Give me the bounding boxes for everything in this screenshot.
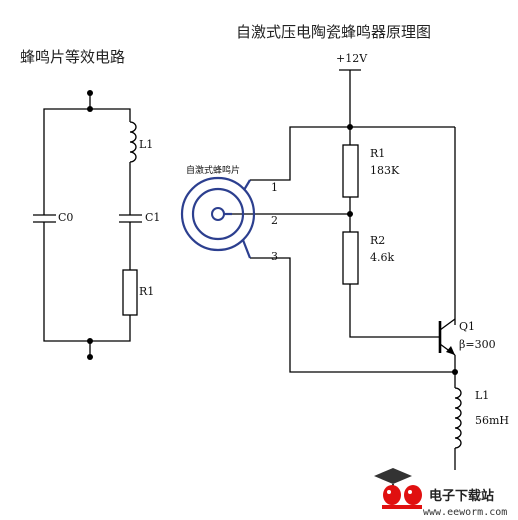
r2-resistor bbox=[342, 231, 359, 285]
r1-resistor bbox=[122, 269, 138, 316]
watermark-brand: 电子下载站 bbox=[429, 488, 494, 504]
r1-resistor bbox=[342, 144, 359, 198]
q1-emitter-arrow bbox=[446, 346, 455, 355]
q1-beta: β=300 bbox=[459, 338, 496, 351]
r1-name: R1 bbox=[370, 147, 385, 160]
schematic-title: 自激式压电陶瓷蜂鸣器原理图 bbox=[236, 23, 431, 41]
pin3-wire bbox=[250, 257, 455, 373]
buzzer-label: 自激式蜂鸣片 bbox=[186, 164, 240, 176]
graduation-cap-icon bbox=[374, 468, 412, 484]
r2-value: 4.6k bbox=[370, 251, 394, 264]
q1-name: Q1 bbox=[459, 320, 475, 333]
base-wire bbox=[349, 284, 440, 338]
top-bus-wire bbox=[43, 108, 131, 215]
pin2-label: 2 bbox=[271, 214, 278, 227]
l1-value: 56mH bbox=[475, 414, 509, 427]
buzzer-pin1-lead bbox=[243, 179, 251, 191]
top-terminal bbox=[87, 90, 93, 96]
pin1-label: 1 bbox=[271, 181, 278, 194]
r1-value: 183K bbox=[370, 164, 400, 177]
l1-name: L1 bbox=[475, 389, 489, 402]
buzzer-center bbox=[211, 207, 225, 221]
r1-label: R1 bbox=[139, 285, 154, 298]
q1-collector bbox=[439, 318, 456, 331]
top-junction bbox=[87, 106, 93, 112]
c1-label: C1 bbox=[145, 211, 160, 224]
buzzer-schematic: +12V R1 183K R2 4.6k Q1 β=300 bbox=[180, 52, 509, 470]
equivalent-circuit: C0 L1 C1 R1 bbox=[33, 90, 160, 360]
pin3-label: 3 bbox=[271, 250, 278, 263]
bottom-junction bbox=[87, 338, 93, 344]
l1-coil bbox=[129, 121, 137, 163]
buzzer-outer-ring bbox=[180, 176, 256, 252]
bottom-bus-wire bbox=[43, 222, 131, 342]
pin1-wire bbox=[250, 126, 350, 181]
worm-logo-icon bbox=[382, 485, 422, 509]
l1-label: L1 bbox=[139, 138, 153, 151]
watermark-site: www.eeworm.com bbox=[423, 507, 507, 518]
supply-label: +12V bbox=[336, 52, 368, 65]
buzzer-pin3-lead bbox=[241, 239, 252, 259]
watermark: 电子下载站 www.eeworm.com bbox=[374, 468, 507, 518]
bottom-terminal bbox=[87, 354, 93, 360]
c0-label: C0 bbox=[58, 211, 73, 224]
buzzer-inner-ring bbox=[191, 187, 245, 241]
equivalent-circuit-title: 蜂鸣片等效电路 bbox=[20, 48, 125, 66]
l1-coil bbox=[454, 387, 462, 449]
r2-name: R2 bbox=[370, 234, 385, 247]
